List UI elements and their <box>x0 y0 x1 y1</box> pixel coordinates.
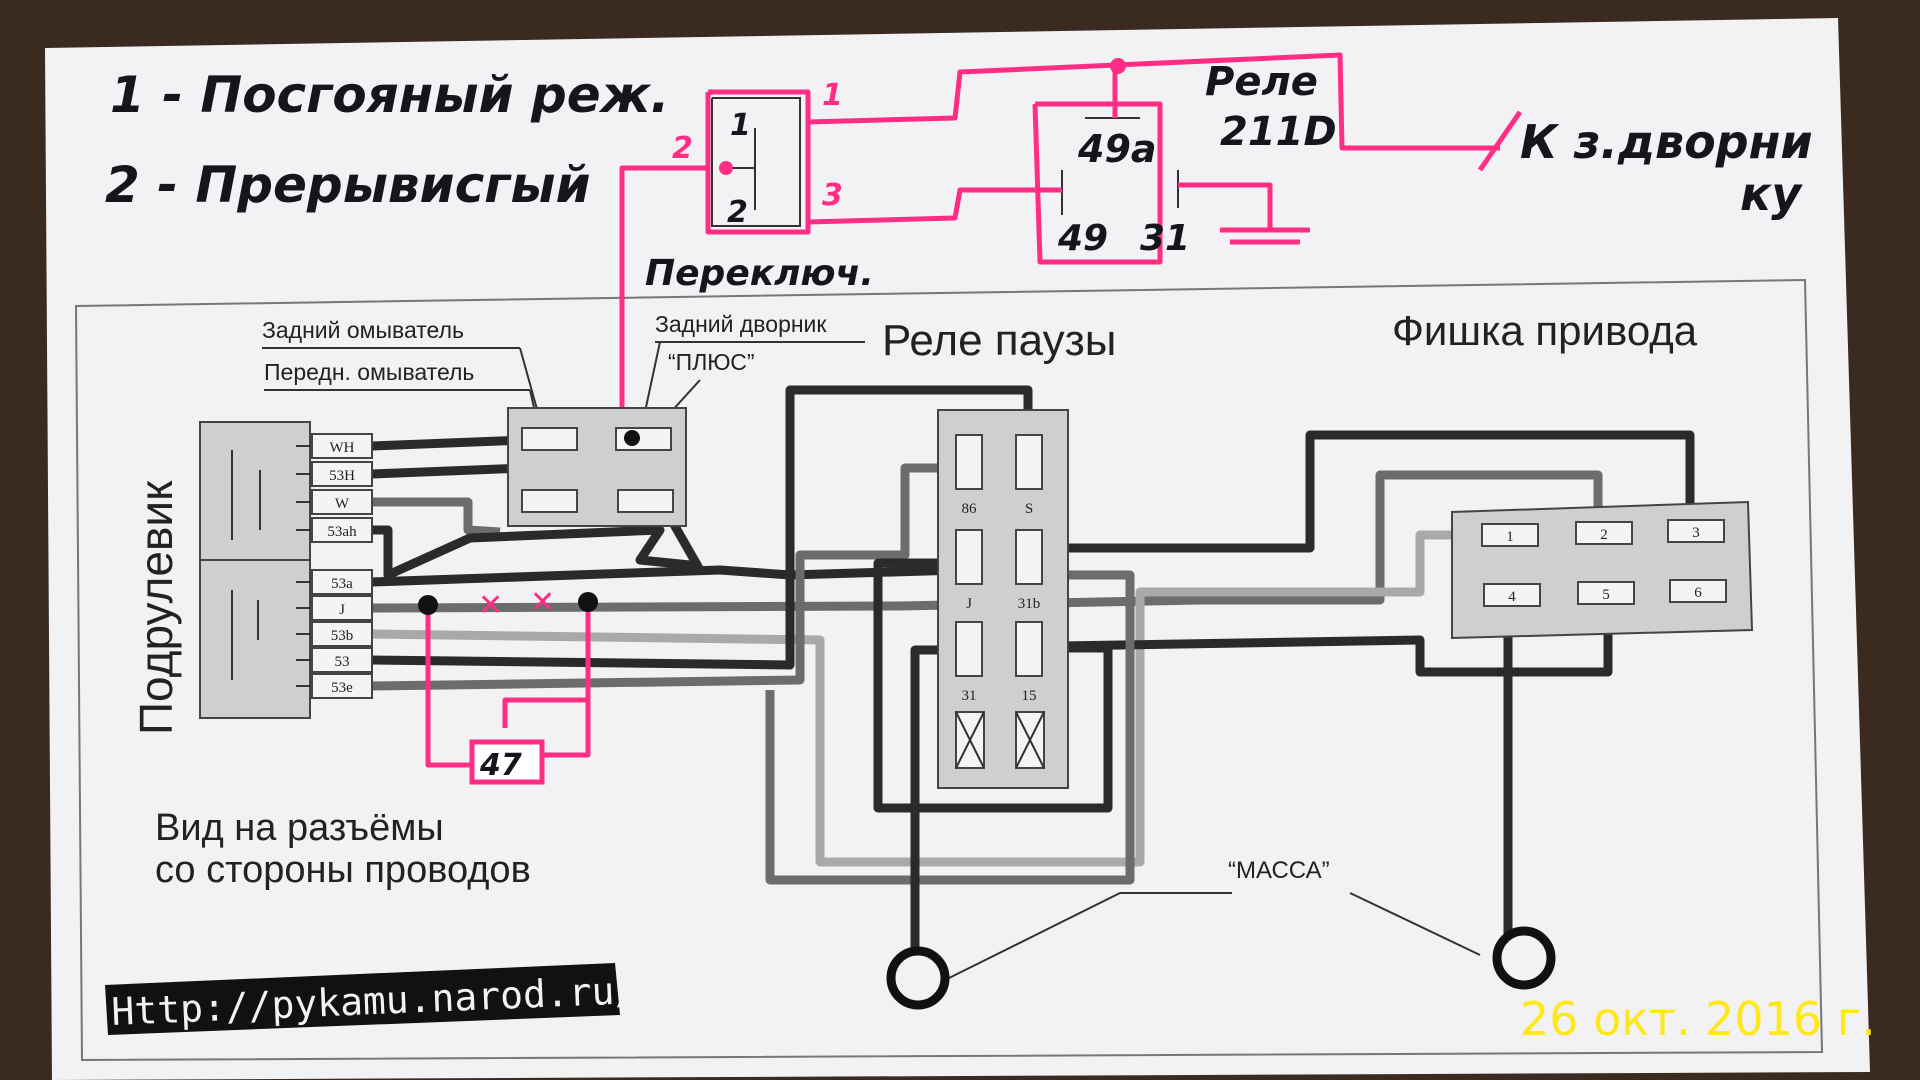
resistor-label: 47 <box>479 748 522 783</box>
stalk-pin-label: 53 <box>335 654 350 670</box>
wire-label-2: 2 <box>672 131 693 166</box>
relay-pin <box>1015 621 1043 677</box>
connector-pin <box>1483 583 1541 607</box>
connector-pin <box>1575 521 1633 545</box>
stalk-connector <box>199 421 311 719</box>
ground-ring-left <box>886 946 950 1010</box>
connector-pin <box>1481 523 1539 547</box>
relay-pin-49a: 49a <box>1077 127 1157 171</box>
stalk-pin <box>311 489 373 515</box>
relay-pin-49: 49 <box>1057 218 1108 259</box>
connector-pin-label: 6 <box>1694 585 1702 601</box>
relay-pin-list: 86 S J 31b 31 15 <box>955 434 1043 704</box>
stalk-pin <box>311 621 373 647</box>
connector-pin <box>1669 579 1727 603</box>
relay-211d-sketch: 1 2 1 2 3 49a 49 31 Реле 211D К з.дворни… <box>619 52 1813 433</box>
relay-top-node <box>1110 58 1126 74</box>
rear-wiper-pin <box>617 489 674 513</box>
plus-node <box>624 430 640 446</box>
wire-label-3: 3 <box>822 178 843 213</box>
label-ground: “МАССА” <box>1228 857 1330 884</box>
jumper-node-right <box>578 592 598 612</box>
ground-ring-right <box>1492 926 1556 990</box>
output-label-line2: ку <box>1740 167 1803 221</box>
stalk-pin <box>311 569 373 595</box>
connector-pin-label: 4 <box>1508 589 1516 605</box>
stalk-pin-label: WH <box>330 440 355 456</box>
jumper-node-left <box>418 595 438 615</box>
stalk-pin-label: 53H <box>329 468 355 484</box>
rear-washer-pin <box>521 427 578 451</box>
stalk-pin-label: W <box>335 496 350 512</box>
relay-pin <box>1015 434 1043 490</box>
relay-pin <box>955 529 983 585</box>
label-pause-relay: Реле паузы <box>882 316 1116 365</box>
relay-pin-label: 15 <box>1022 688 1037 704</box>
relay-pin-31: 31 <box>1140 218 1190 259</box>
relay-pin <box>1015 529 1043 585</box>
print-frame <box>74 278 1824 1062</box>
stalk-pin-label: J <box>339 602 345 618</box>
connector-pin <box>1577 581 1635 605</box>
stalk-pin <box>311 517 373 543</box>
switch-node <box>719 161 733 175</box>
cut-mark-2: ✕ <box>530 585 555 620</box>
relay-pin-label: 86 <box>962 501 978 517</box>
label-rear-washer: Задний омыватель <box>262 317 464 343</box>
stalk-pin <box>311 595 373 621</box>
jumper-47: 47 ✕ ✕ <box>418 585 598 785</box>
relay-pin <box>955 434 983 490</box>
label-front-washer: Передн. омыватель <box>264 359 474 385</box>
stalk-pin <box>311 647 373 673</box>
relay-title: Реле <box>1205 59 1318 105</box>
label-stalk: Подрулевик <box>130 480 182 735</box>
label-view-line2: со стороны проводов <box>155 849 531 891</box>
cut-mark-1: ✕ <box>478 588 503 623</box>
relay-pin-label: 31b <box>1018 596 1041 612</box>
stalk-pin-label: 53e <box>331 680 353 696</box>
stalk-pin <box>311 673 373 699</box>
connector-pin-label: 5 <box>1602 587 1610 603</box>
label-plus: “ПЛЮС” <box>668 349 755 375</box>
date-stamp: 26 окт. 2016 г. <box>1520 992 1876 1046</box>
switch-pos-2: 2 <box>727 195 748 230</box>
switch-pos-1: 1 <box>730 108 751 143</box>
switch-caption: Переключ. <box>645 253 874 294</box>
output-label-line1: К з.дворни <box>1520 115 1813 169</box>
stalk-pin-label: 53a <box>331 576 353 592</box>
wire-label-1: 1 <box>822 78 843 113</box>
relay-pin-label: 31 <box>962 688 977 704</box>
legend-constant: 1 - Посгояный реж. <box>110 66 669 124</box>
front-washer-pin <box>521 489 578 513</box>
wires <box>371 385 1695 975</box>
connector-pin-label: 2 <box>1600 527 1608 543</box>
label-drive-connector: Фишка привода <box>1392 307 1698 354</box>
stalk-pin <box>311 433 373 459</box>
relay-pin-label: S <box>1025 501 1033 517</box>
washer-connector <box>507 407 687 527</box>
label-rear-wiper: Задний дворник <box>655 311 827 337</box>
connector-pin-label: 3 <box>1692 525 1700 541</box>
stalk-pin-label: 53b <box>331 628 354 644</box>
stalk-pin <box>311 461 373 487</box>
relay-pin <box>955 621 983 677</box>
connector-pin <box>1667 519 1725 543</box>
relay-pin-label: J <box>966 596 972 612</box>
legend-intermittent: 2 - Прерывисгый <box>105 156 591 214</box>
stalk-pin-label: 53ah <box>327 524 357 540</box>
label-view-line1: Вид на разъёмы <box>155 807 444 849</box>
connector-pin-list: 1 2 3 4 5 6 <box>1481 519 1727 607</box>
resistor-box <box>469 739 545 785</box>
connector-pin-label: 1 <box>1506 529 1514 545</box>
relay-model: 211D <box>1220 109 1337 155</box>
